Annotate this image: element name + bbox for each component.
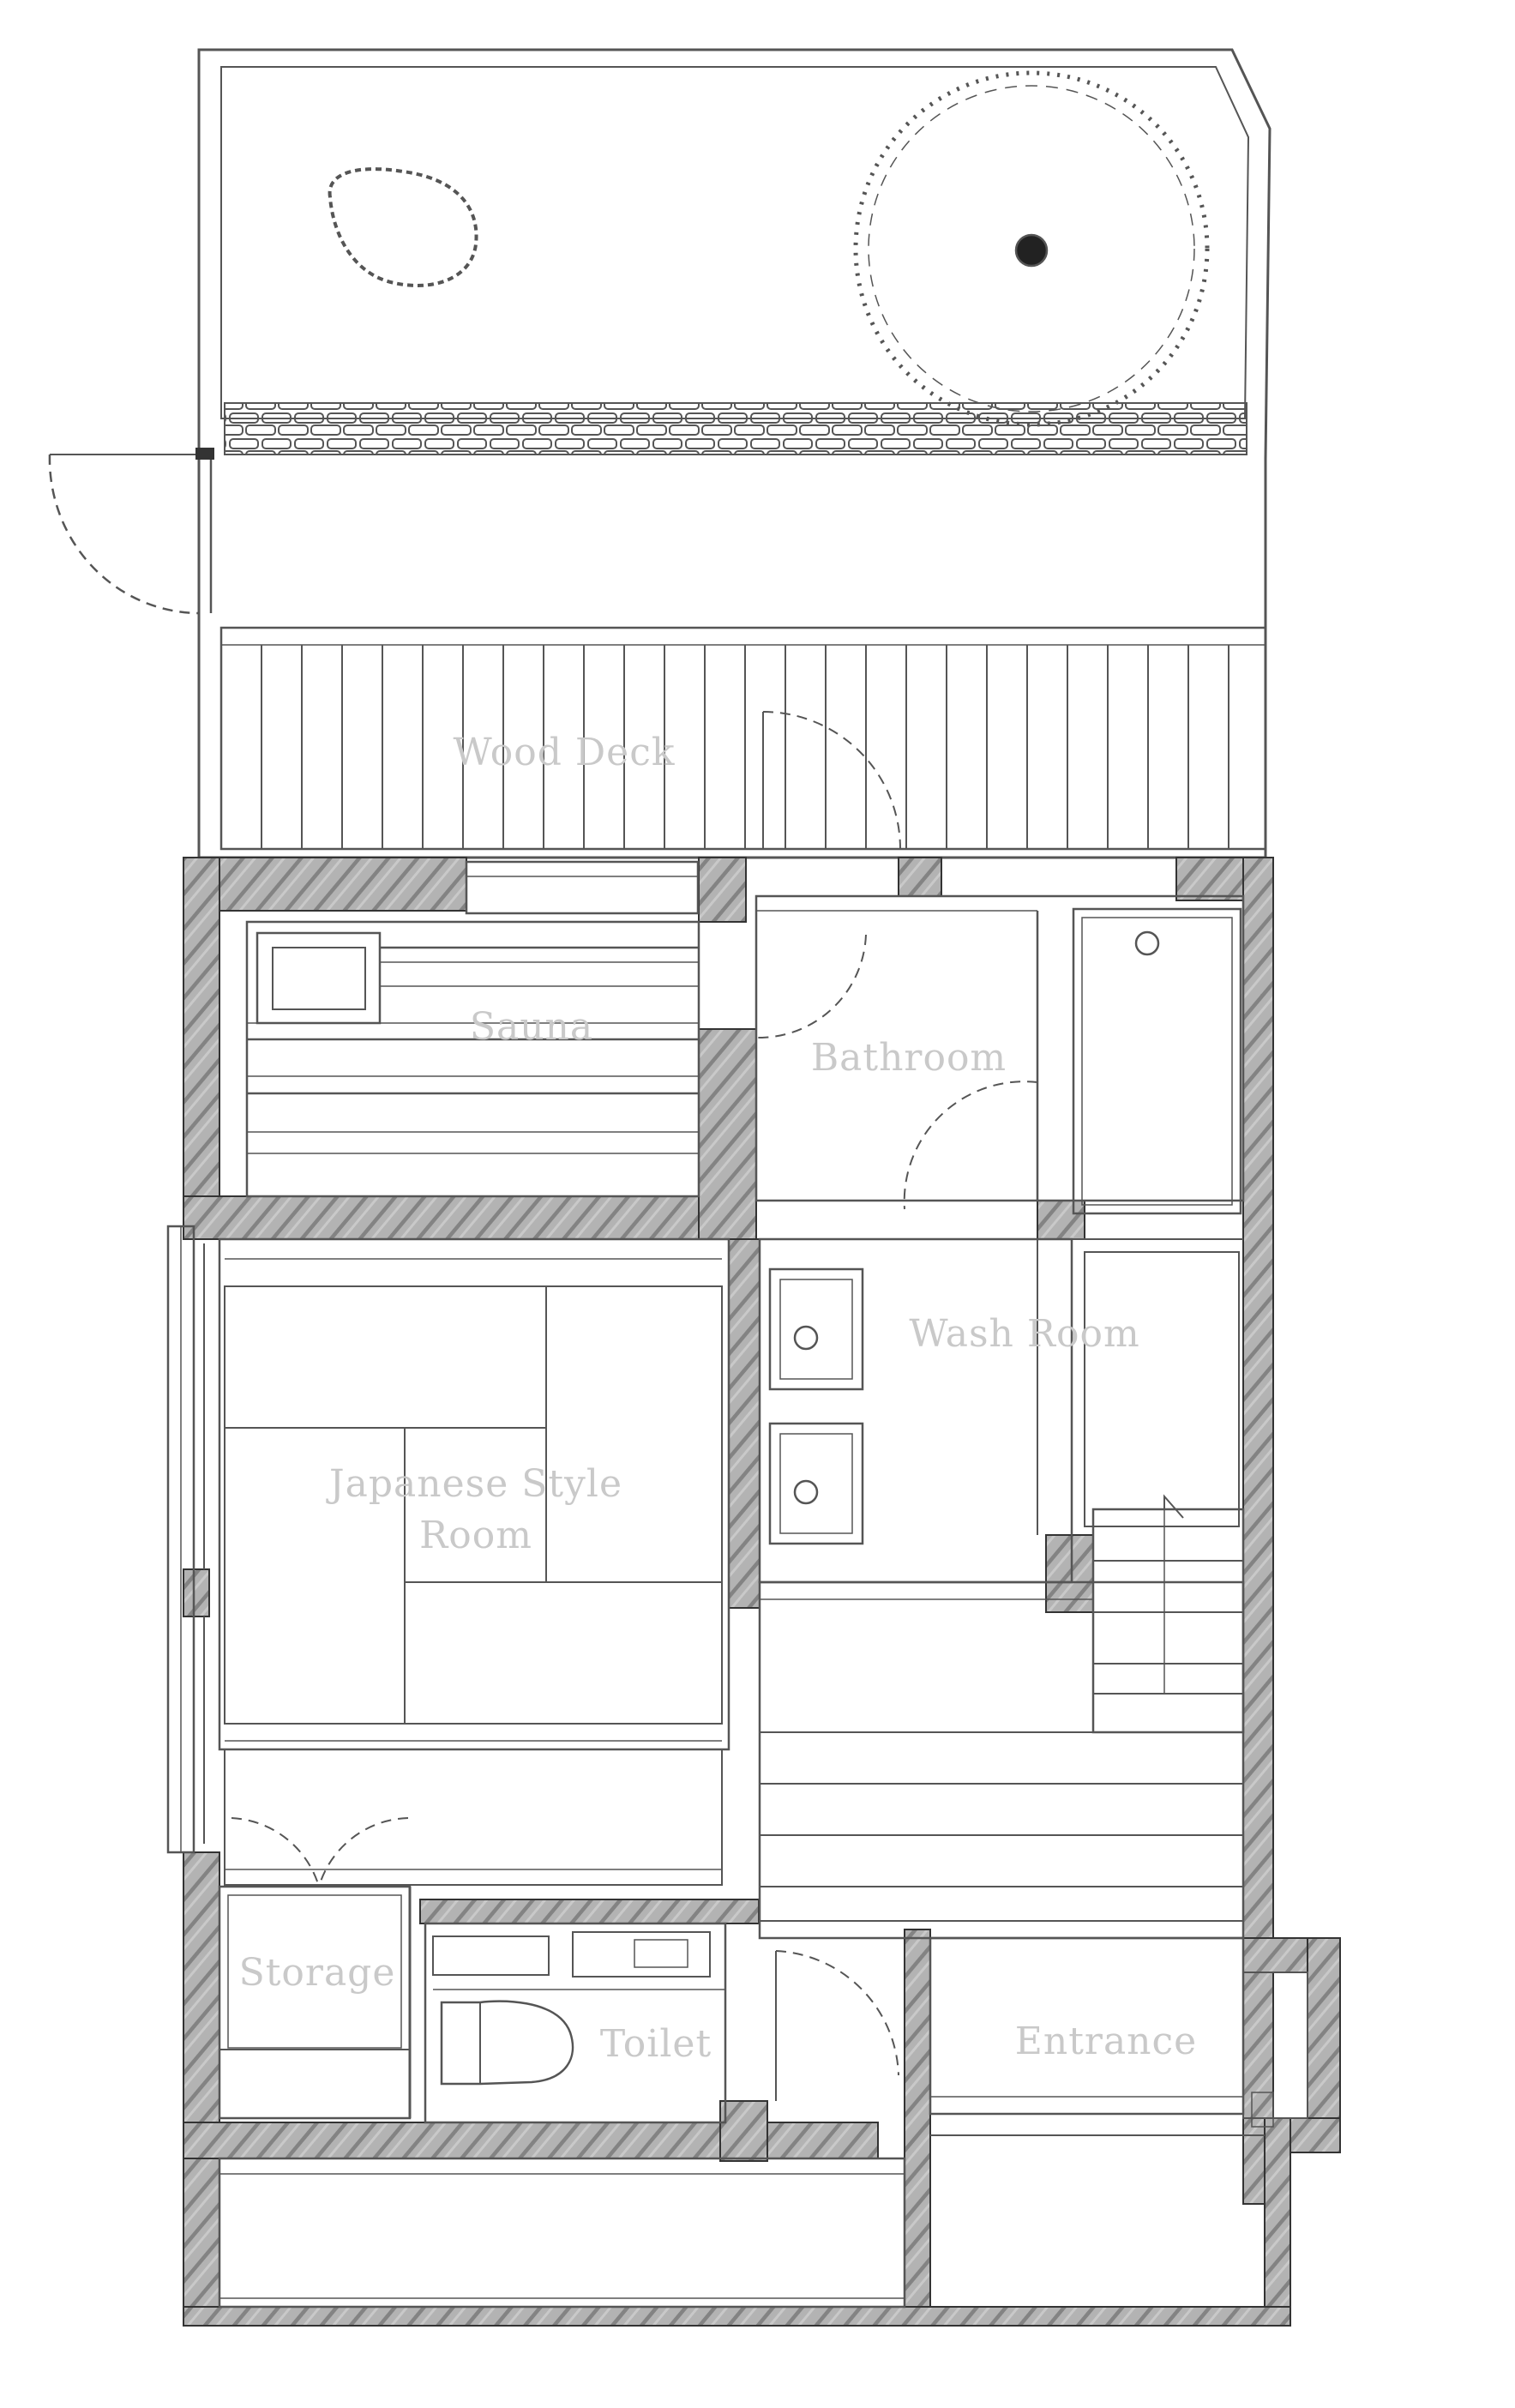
japanese-room [166, 1225, 730, 1887]
basin-icon [572, 1931, 711, 1978]
toilet-icon [440, 2000, 574, 2086]
pond-icon [328, 167, 478, 287]
sink-icon [768, 1267, 864, 1391]
stairs [1091, 1494, 1245, 1734]
garden [197, 48, 1272, 859]
hallway [758, 1580, 1245, 1940]
toilet-room [424, 1922, 899, 2124]
label-bathroom: Bathroom [811, 1036, 1007, 1080]
garden-gate [48, 448, 214, 615]
entrance [929, 1936, 1308, 2128]
label-wood-deck: Wood Deck [454, 731, 676, 774]
label-storage: Storage [239, 1951, 396, 1995]
drain-icon [1134, 930, 1160, 956]
label-entrance: Entrance [1015, 2020, 1197, 2063]
label-sauna: Sauna [470, 1005, 593, 1049]
bathroom [754, 894, 1245, 1215]
label-toilet: Toilet [600, 2022, 712, 2066]
stone-edging [224, 402, 1247, 455]
label-wash-room: Wash Room [909, 1312, 1139, 1356]
sauna [245, 860, 700, 1198]
storage [218, 1885, 412, 2120]
sink-icon [768, 1422, 864, 1545]
wood-deck [219, 626, 1267, 851]
label-japanese-room-line1: Japanese Style [326, 1462, 622, 1506]
label-japanese-room-line2: Room [419, 1514, 532, 1557]
walls [183, 857, 1341, 2327]
bathtub-icon [1072, 907, 1242, 1215]
front-room [218, 2134, 1265, 2309]
wash-room [758, 1237, 1243, 1584]
tree-icon [853, 70, 1210, 427]
room-labels: Wood Deck Sauna Bathroom Wash Room Japan… [239, 731, 1197, 2066]
